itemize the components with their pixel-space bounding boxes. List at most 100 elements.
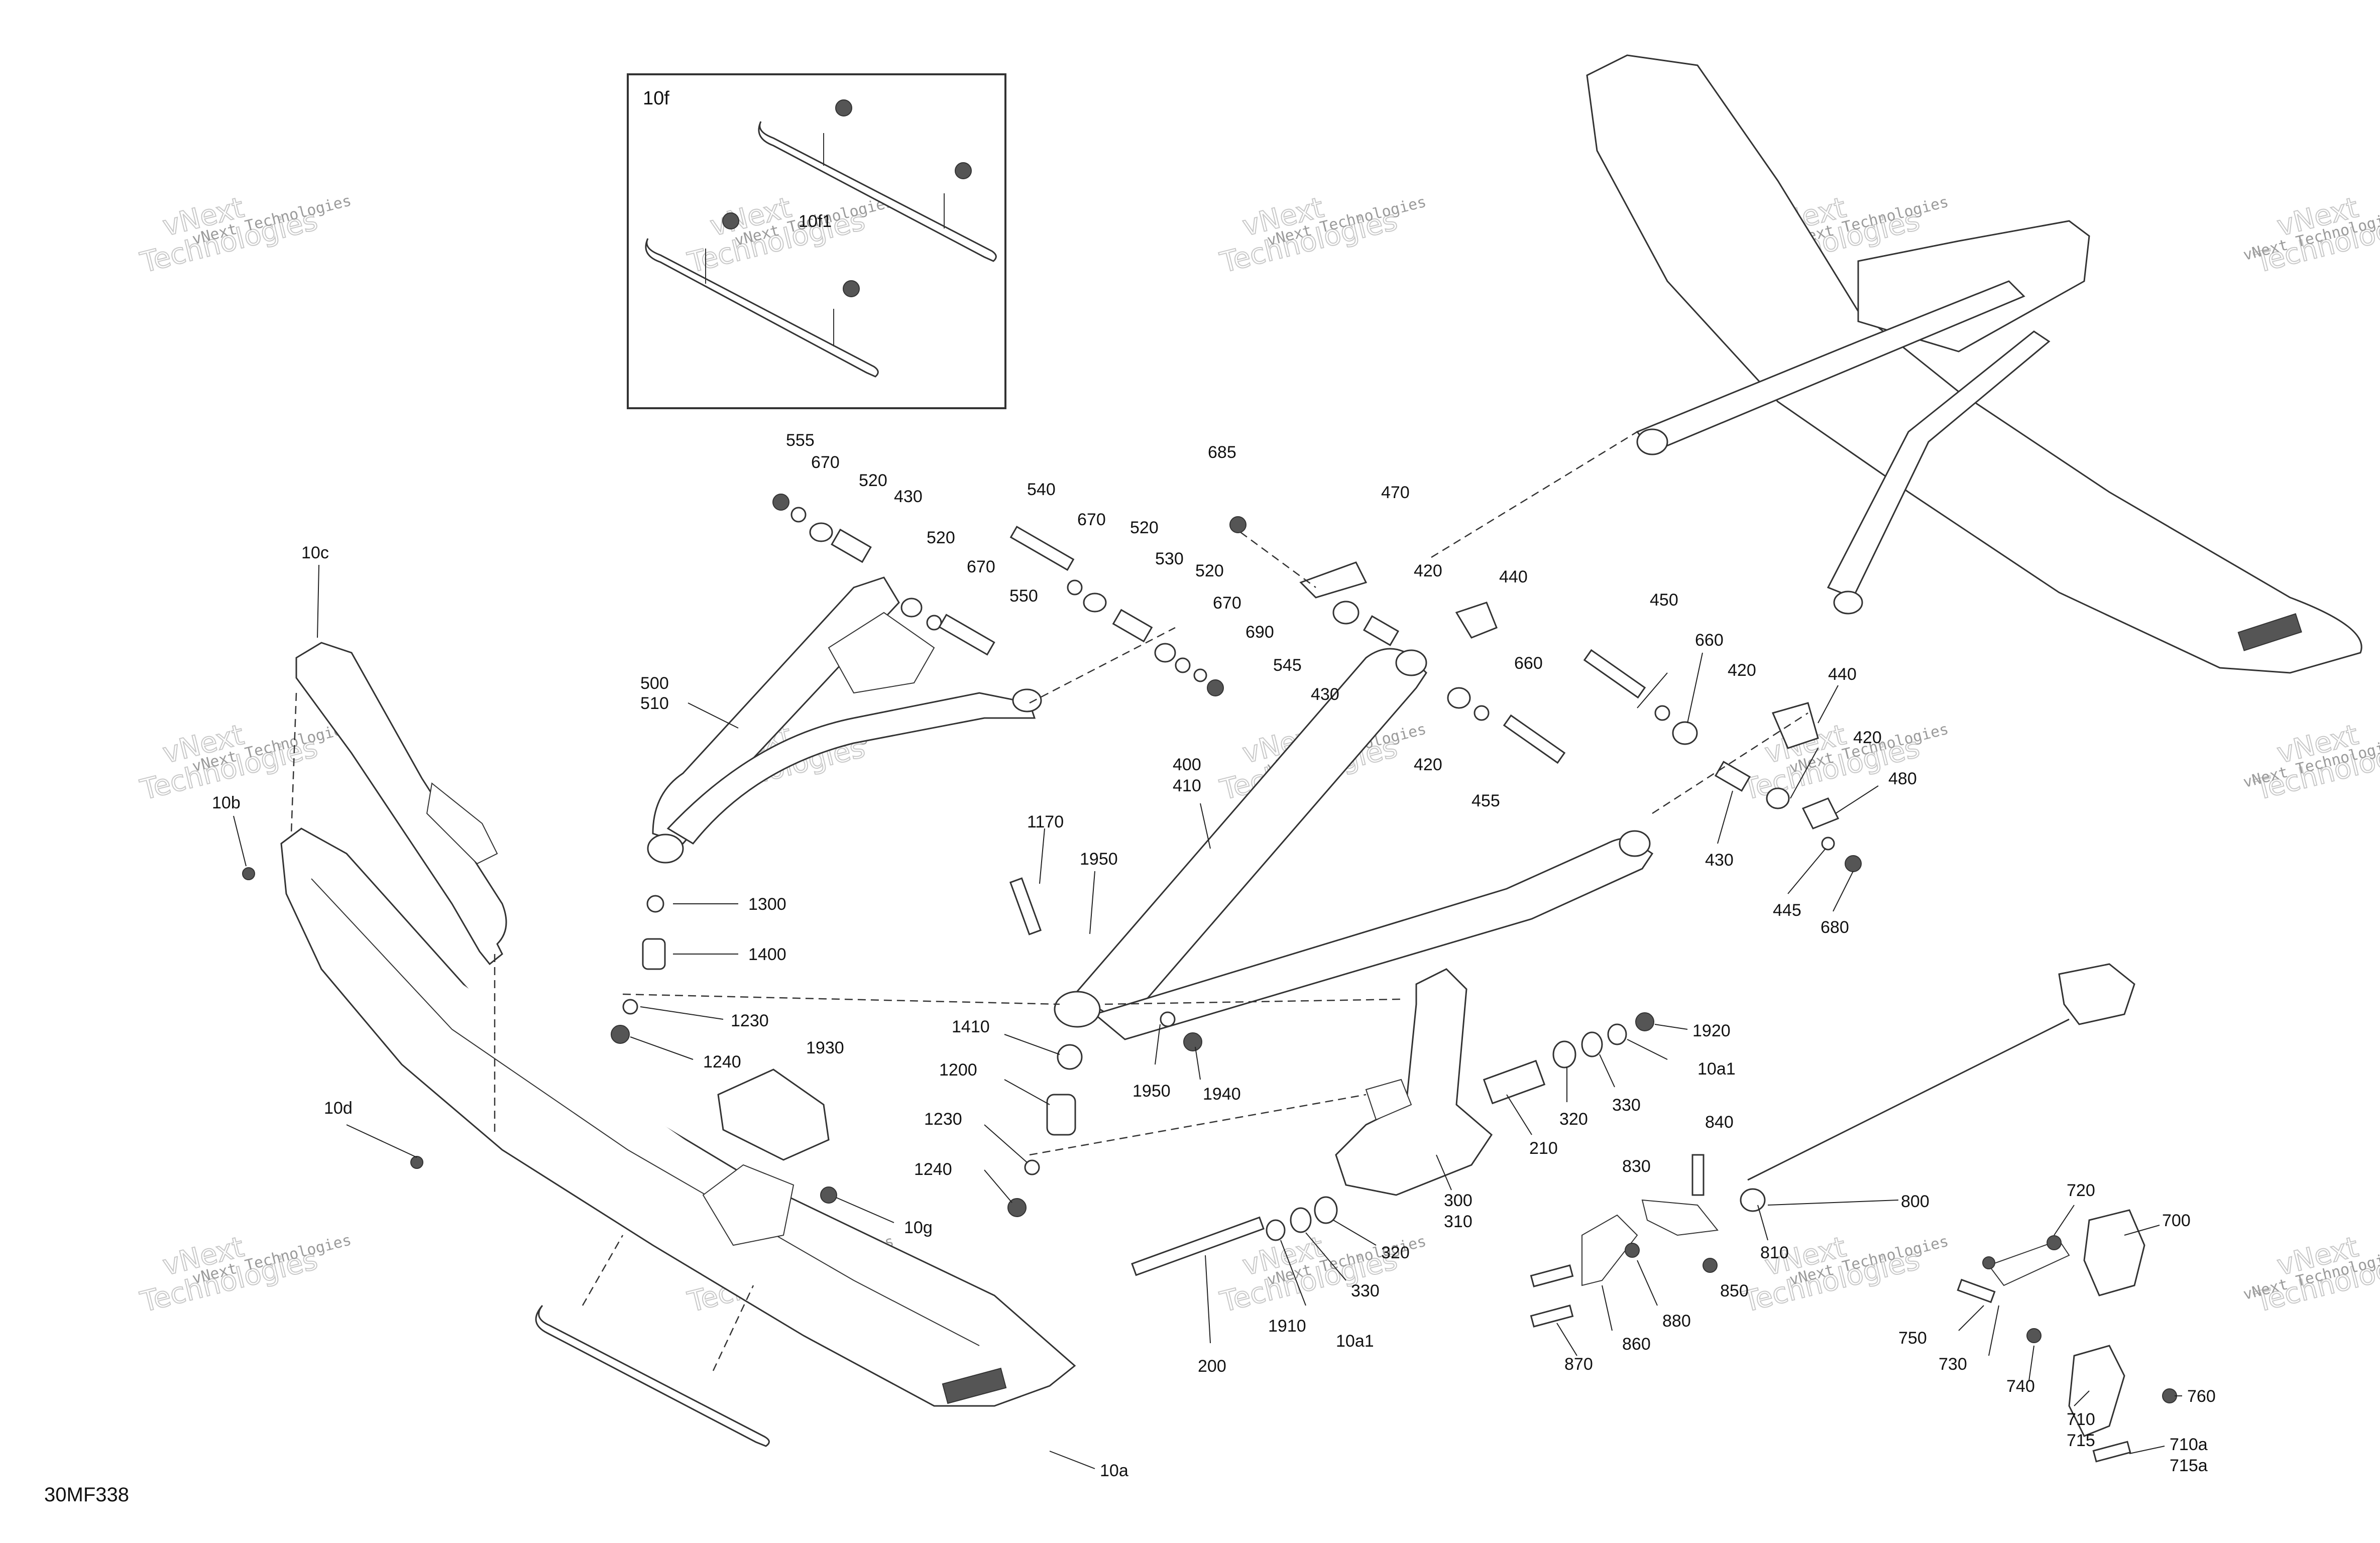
bushing-420 xyxy=(1766,787,1790,809)
callout: 420 xyxy=(1728,661,1756,680)
callout: 1950 xyxy=(1132,1082,1171,1101)
leader xyxy=(1835,785,1879,814)
callout: 430 xyxy=(1705,851,1734,870)
bushing-520 xyxy=(1083,592,1107,613)
bolt-450 xyxy=(1583,649,1646,699)
callout: 550 xyxy=(1009,586,1038,606)
callout: 760 xyxy=(2187,1387,2216,1406)
callout: 710 xyxy=(2067,1410,2095,1429)
chassis-logo xyxy=(2237,613,2302,651)
nut-1240 xyxy=(1007,1198,1027,1217)
callout: 455 xyxy=(1471,791,1500,810)
callout: 10a1 xyxy=(1336,1332,1374,1351)
callout: 470 xyxy=(1381,483,1410,502)
sensor-link xyxy=(1988,1239,2070,1286)
callout: 660 xyxy=(1514,654,1543,673)
sleeve-530 xyxy=(1112,609,1153,643)
callout: 1230 xyxy=(924,1110,962,1129)
washer-670 xyxy=(790,507,807,523)
callout: 210 xyxy=(1529,1139,1558,1158)
bracket-710 xyxy=(2068,1345,2125,1437)
nut-545 xyxy=(1207,679,1224,696)
assembly-line xyxy=(582,1235,624,1306)
inset-frame xyxy=(627,73,1006,409)
callout: 10g xyxy=(904,1218,933,1237)
callout: 1410 xyxy=(952,1017,990,1036)
washer-1230 xyxy=(1024,1159,1040,1175)
pin-1950 xyxy=(1160,1011,1176,1027)
assembly-line xyxy=(1652,712,1808,814)
callout: 520 xyxy=(859,471,887,490)
callout: 670 xyxy=(811,453,840,472)
chassis-ski-right xyxy=(1586,54,2362,674)
lower-arm-upper-tube xyxy=(1073,648,1427,1025)
leader xyxy=(688,702,739,729)
assembly-line xyxy=(1029,627,1176,704)
a-arm-front-tube xyxy=(652,576,900,845)
callout: 1930 xyxy=(806,1038,844,1057)
bolt-870 xyxy=(1530,1264,1574,1287)
leader xyxy=(2124,1225,2160,1236)
leader xyxy=(1200,803,1211,849)
callout: 430 xyxy=(1311,685,1339,704)
nut-555 xyxy=(772,494,789,511)
callout: 545 xyxy=(1273,656,1302,675)
watermark: vNext Technologies vNext Technologies xyxy=(1739,718,1950,807)
callout: 420 xyxy=(1414,755,1442,774)
steering-bushing xyxy=(1740,1188,1766,1212)
bolt-540 xyxy=(1009,526,1075,571)
callout: 690 xyxy=(1245,623,1274,642)
leader xyxy=(1305,1232,1346,1281)
nut-685 xyxy=(1229,516,1246,533)
bolt-10b xyxy=(242,867,255,880)
leader xyxy=(1687,652,1703,724)
callout: 880 xyxy=(1662,1312,1691,1331)
washer-445 xyxy=(1821,837,1835,851)
callout: 420 xyxy=(1853,728,1882,747)
sleeve-430 xyxy=(1714,761,1751,792)
callout: 700 xyxy=(2162,1211,2191,1230)
callout: 1950 xyxy=(1080,850,1118,869)
plate-440 xyxy=(1455,602,1498,639)
watermark: vNext Technologies vNext Technologies xyxy=(1216,191,1428,280)
callout: 810 xyxy=(1760,1243,1789,1262)
callout: 750 xyxy=(1898,1329,1927,1348)
callout: 10d xyxy=(324,1099,353,1118)
callout: 520 xyxy=(927,528,955,547)
steering-arm xyxy=(1581,1214,1638,1286)
steering-bracket xyxy=(1641,1199,1719,1236)
seal-330 xyxy=(1581,1031,1603,1057)
callout: 10c xyxy=(301,543,329,562)
leader xyxy=(1637,1260,1658,1306)
nut-10g xyxy=(820,1186,837,1204)
washer-1230 xyxy=(622,999,638,1015)
callout: 420 xyxy=(1414,561,1442,580)
bushing-520 xyxy=(900,598,923,618)
assembly-lines xyxy=(622,431,1808,1156)
leader xyxy=(1627,1039,1668,1060)
a-arm-ball-socket xyxy=(647,834,684,864)
callout: 685 xyxy=(1208,443,1236,462)
callout: 1240 xyxy=(914,1160,952,1179)
leader xyxy=(1988,1305,1999,1356)
bearing-320 xyxy=(1314,1196,1338,1224)
leader-lines xyxy=(233,564,2182,1469)
bearing-320 xyxy=(1552,1040,1576,1069)
leader xyxy=(1556,1323,1577,1356)
leader xyxy=(1654,1024,1688,1030)
callout: 450 xyxy=(1650,590,1678,610)
callout: 1170 xyxy=(1027,812,1064,832)
runner-nut xyxy=(722,212,739,229)
runner-nut xyxy=(955,162,972,179)
bolt-455 xyxy=(1503,714,1566,764)
callout: 720 xyxy=(2067,1181,2095,1200)
callout: 740 xyxy=(2006,1377,2035,1396)
nut-760 xyxy=(2162,1388,2177,1403)
callout: 440 xyxy=(1828,665,1857,684)
leader xyxy=(1602,1285,1613,1331)
lower-arm-bushing xyxy=(1395,649,1427,676)
callout: 710a xyxy=(2170,1435,2208,1454)
leader xyxy=(1787,848,1826,894)
leader xyxy=(1205,1255,1211,1344)
